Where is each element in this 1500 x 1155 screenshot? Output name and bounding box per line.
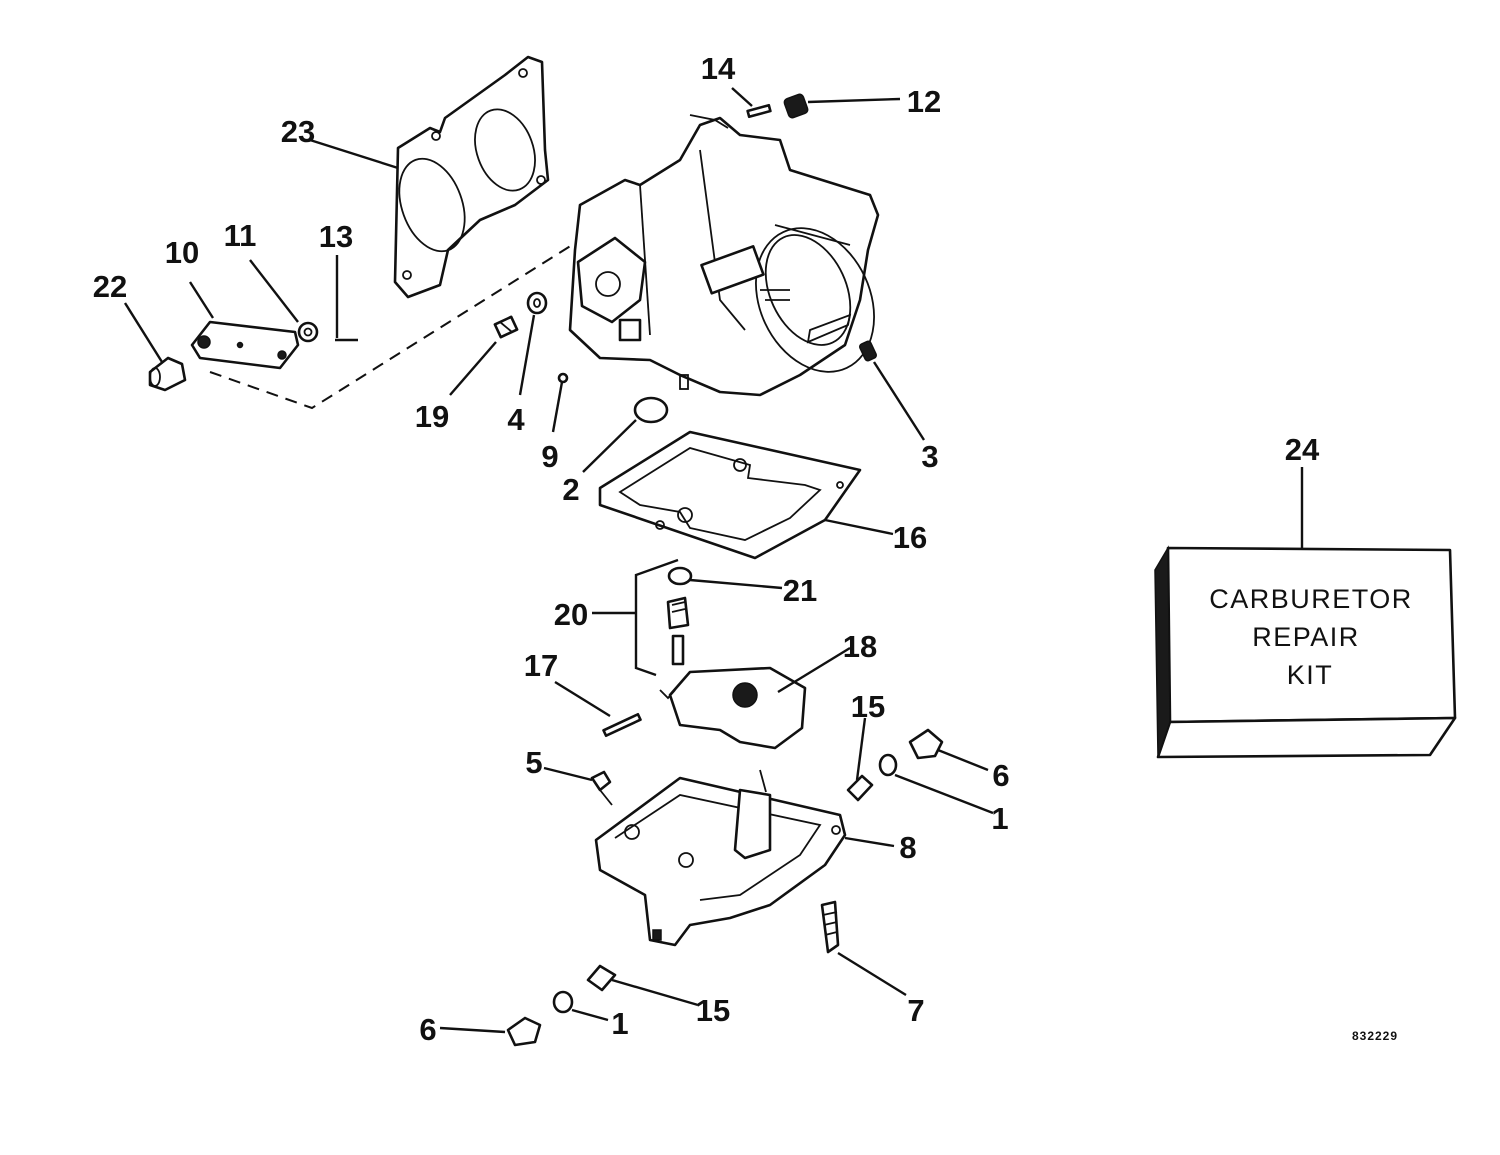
part-4-washer (526, 291, 548, 315)
part-6-plug-lower (506, 1016, 542, 1047)
part-7-screw (820, 900, 840, 954)
callout-18: 18 (843, 629, 877, 664)
callout-19: 19 (415, 399, 449, 434)
callout-3: 3 (921, 439, 938, 474)
part-3-spring (858, 340, 878, 362)
leader-lines (123, 87, 1304, 1034)
part-17-pin (602, 712, 642, 738)
callout-21: 21 (783, 573, 817, 608)
callout-15-upper: 15 (851, 689, 885, 724)
callout-6-lower: 6 (419, 1012, 436, 1047)
callout-1-upper: 1 (991, 801, 1008, 836)
carburetor-body (568, 114, 880, 397)
part-12-spring (783, 93, 809, 119)
part-1-washer-lower (552, 990, 574, 1014)
part-15-jet-lower (586, 964, 617, 992)
callout-17: 17 (524, 648, 558, 683)
part-1-washer-upper (878, 753, 898, 777)
callout-6-upper: 6 (992, 758, 1009, 793)
part-24-repair-kit-box (1154, 545, 1457, 759)
callout-7: 7 (907, 993, 924, 1028)
part-18-float (659, 666, 807, 750)
part-19-screw (493, 315, 519, 339)
callout-1-lower: 1 (611, 1006, 628, 1041)
part-20-needle-seat (634, 558, 693, 677)
part-9-ball (557, 372, 569, 384)
part-2-plug (633, 396, 669, 424)
callout-11: 11 (224, 218, 257, 253)
kit-label-line-2: REPAIR (1252, 622, 1360, 652)
callout-23: 23 (281, 114, 315, 149)
part-11-washer (297, 321, 319, 343)
callout-labels: 23 22 10 11 13 14 12 19 4 9 2 3 16 21 20… (93, 51, 1320, 1047)
kit-label-line-1: CARBURETOR (1209, 584, 1413, 614)
callout-4: 4 (507, 402, 525, 437)
callout-24: 24 (1285, 432, 1320, 467)
callout-10: 10 (165, 235, 199, 270)
part-23-gasket (393, 55, 550, 299)
callout-13: 13 (319, 219, 353, 254)
reference-number: 832229 (1352, 1029, 1398, 1043)
part-5-screw (590, 770, 613, 806)
callout-9: 9 (541, 439, 558, 474)
repair-kit-label: CARBURETOR REPAIR KIT (1209, 584, 1413, 690)
callout-15-lower: 15 (696, 993, 730, 1028)
callout-8: 8 (899, 830, 916, 865)
part-14-pin (746, 103, 772, 119)
callout-22: 22 (93, 269, 127, 304)
part-15-jet-upper (846, 774, 874, 802)
callout-5: 5 (525, 745, 542, 780)
part-16-gasket (598, 430, 862, 560)
part-10-lever (190, 320, 300, 370)
callout-14: 14 (701, 51, 736, 86)
kit-label-line-3: KIT (1287, 660, 1334, 690)
callout-12: 12 (907, 84, 941, 119)
callout-2: 2 (562, 472, 579, 507)
part-6-plug-upper (908, 728, 944, 760)
dashed-assembly-line (209, 244, 573, 410)
part-8-float-bowl (594, 769, 847, 947)
part-22-knob (148, 356, 187, 392)
callout-16: 16 (893, 520, 927, 555)
callout-20: 20 (554, 597, 588, 632)
